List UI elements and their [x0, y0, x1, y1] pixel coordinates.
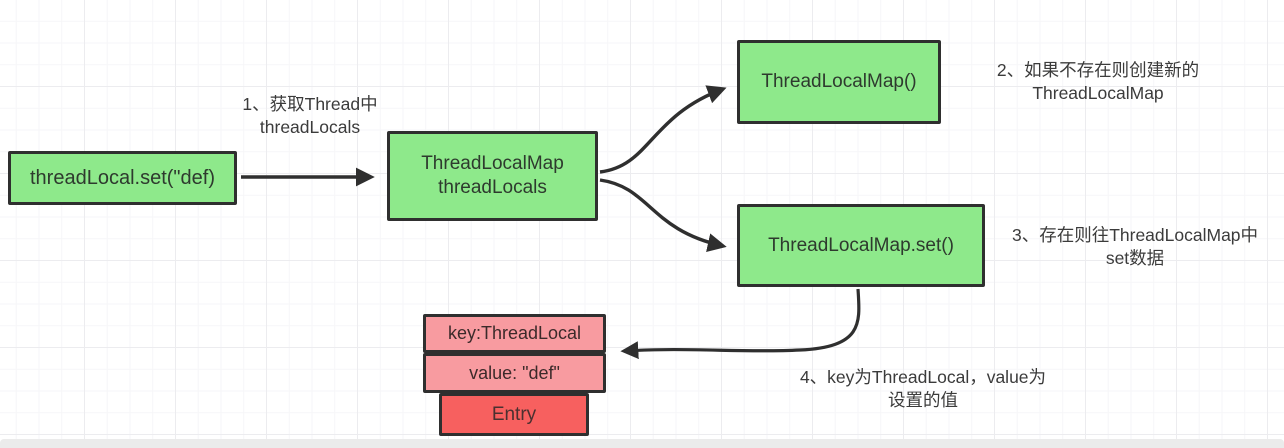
- node-entry-key-label: key:ThreadLocal: [447, 323, 582, 344]
- node-threadlocalmap-set-label: ThreadLocalMap.set(): [768, 234, 954, 256]
- node-entry-value: value: "def": [423, 353, 606, 393]
- annotation-step3-line1: 3、存在则往ThreadLocalMap中: [1011, 225, 1259, 245]
- horizontal-scrollbar-track[interactable]: [0, 439, 1284, 448]
- node-entry: Entry: [439, 393, 589, 436]
- annotation-step3: 3、存在则往ThreadLocalMap中 set数据: [986, 224, 1284, 270]
- node-entry-label: Entry: [491, 403, 537, 425]
- annotation-step2: 2、如果不存在则创建新的 ThreadLocalMap: [948, 59, 1248, 105]
- annotation-step1-line1: 1、获取Thread中: [242, 94, 378, 114]
- annotation-step2-line2: ThreadLocalMap: [1032, 83, 1164, 104]
- node-entry-value-label: value: "def": [469, 362, 560, 383]
- node-threadlocalmap-set: ThreadLocalMap.set(): [737, 204, 985, 287]
- node-threadlocalmap-threadlocals: ThreadLocalMap threadLocals: [387, 131, 598, 221]
- node-entry-key: key:ThreadLocal: [423, 314, 606, 353]
- node-threadlocalmap-line2: threadLocals: [438, 177, 547, 198]
- annotation-step1-line2: threadLocals: [259, 117, 361, 138]
- annotation-step3-line2: set数据: [1105, 248, 1165, 269]
- node-threadlocal-set: threadLocal.set("def): [8, 151, 237, 205]
- annotation-step4-line2: 设置的值: [888, 390, 958, 411]
- node-threadlocalmap-constructor-label: ThreadLocalMap(): [761, 71, 917, 93]
- node-threadlocalmap-line1: ThreadLocalMap: [421, 153, 564, 175]
- annotation-step4-line1: 4、key为ThreadLocal，value为: [799, 367, 1047, 387]
- arrow-threadlocals-to-constructor: [599, 85, 727, 174]
- annotation-step1: 1、获取Thread中 threadLocals: [218, 93, 402, 139]
- node-threadlocalmap-constructor: ThreadLocalMap(): [737, 40, 941, 124]
- annotation-step2-line1: 2、如果不存在则创建新的: [996, 60, 1200, 80]
- annotation-step4: 4、key为ThreadLocal，value为 设置的值: [763, 366, 1083, 412]
- arrow-threadlocals-to-mapset: [599, 178, 727, 253]
- node-threadlocal-set-label: threadLocal.set("def): [30, 166, 215, 189]
- arrow-mapset-to-entry: [620, 288, 861, 360]
